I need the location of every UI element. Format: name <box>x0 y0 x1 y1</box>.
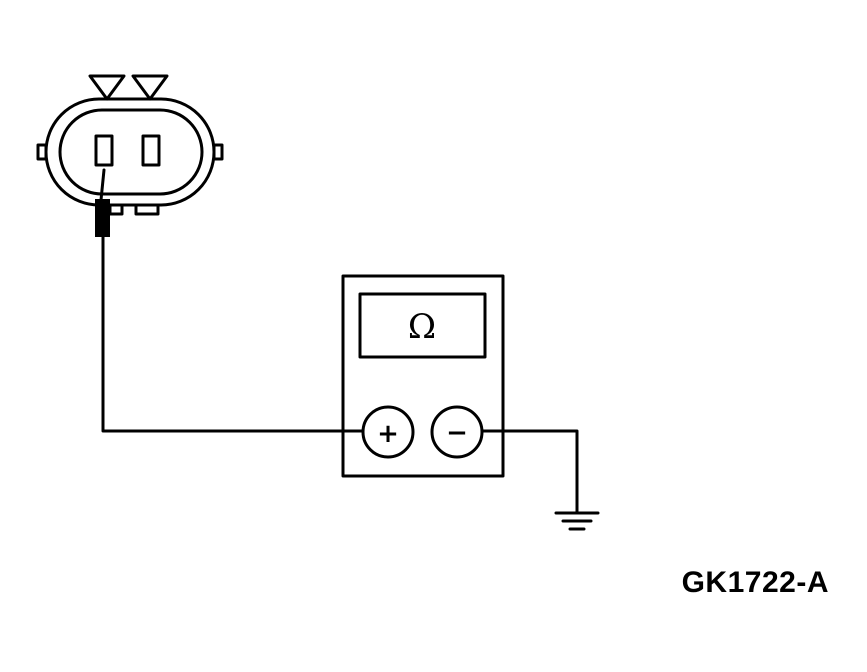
connector-locking-tab-left <box>88 74 126 101</box>
connector-locking-tab-right <box>131 74 169 101</box>
multimeter-display <box>358 292 487 359</box>
negative-terminal-label: − <box>446 418 468 448</box>
probe-body <box>95 199 110 237</box>
connector <box>36 74 224 216</box>
connector-pin-cavity-2 <box>141 134 161 167</box>
positive-terminal-label: + <box>377 419 399 449</box>
probe-tip <box>99 168 106 202</box>
ground-icon <box>554 511 600 531</box>
positive-test-lead <box>101 235 364 433</box>
multimeter-body <box>341 274 505 478</box>
connector-bottom-key-right <box>134 203 160 216</box>
ohm-symbol: Ω <box>408 307 436 347</box>
connector-side-lug-right <box>212 143 224 161</box>
negative-test-lead <box>480 429 579 515</box>
connector-outer-shell <box>44 97 216 207</box>
multimeter: Ω + − <box>341 274 505 478</box>
connector-side-lug-left <box>36 143 48 161</box>
connector-pin-cavity-1 <box>94 134 114 167</box>
positive-terminal <box>361 405 415 459</box>
connector-inner-shell <box>58 108 204 196</box>
figure-id-label: GK1722-A <box>681 566 829 599</box>
test-probe <box>95 168 110 237</box>
